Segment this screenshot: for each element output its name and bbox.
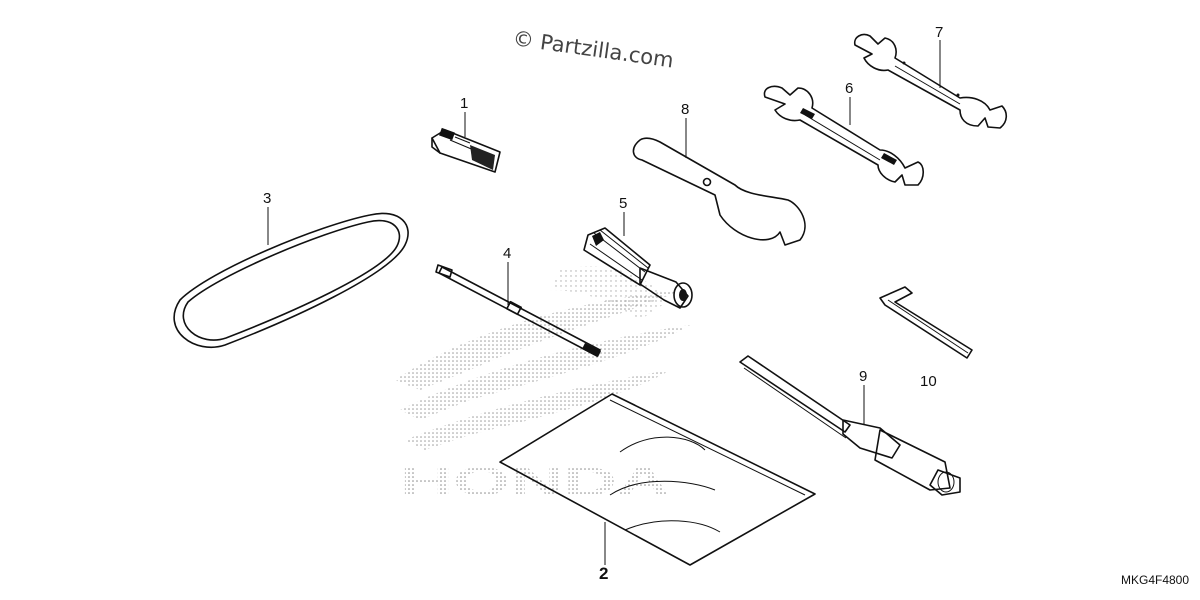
part-10-hex-key: [879, 286, 973, 359]
leader-lines: [267, 40, 941, 565]
callout-1: 1: [460, 95, 468, 112]
callout-9: 9: [859, 368, 867, 385]
part-8-spanner-wrench: [632, 137, 806, 246]
copyright-watermark: © Partzilla.com: [511, 26, 675, 72]
part-9-socket-wrench: [739, 355, 961, 496]
part-1-clip: [431, 127, 501, 173]
part-7-wrench: [853, 33, 1008, 129]
part-2-tool-bag: [499, 393, 816, 566]
callout-5: 5: [619, 195, 627, 212]
fine-print-band: [335, 562, 865, 574]
diagram-code: MKG4F4800: [1121, 573, 1189, 587]
callout-8: 8: [681, 101, 689, 118]
part-6-wrench: [763, 85, 925, 186]
honda-wing-watermark: [395, 266, 690, 450]
part-3-belt: [173, 212, 409, 348]
callout-6: 6: [845, 80, 853, 97]
honda-stipple-logo: HONDA: [400, 460, 670, 504]
callout-7: 7: [935, 24, 943, 41]
part-5-screwdriver-handle: [583, 227, 693, 309]
callout-4: 4: [503, 245, 511, 262]
part-4-screwdriver-blade: [435, 264, 601, 357]
callout-10: 10: [920, 373, 937, 390]
callout-3: 3: [263, 190, 271, 207]
